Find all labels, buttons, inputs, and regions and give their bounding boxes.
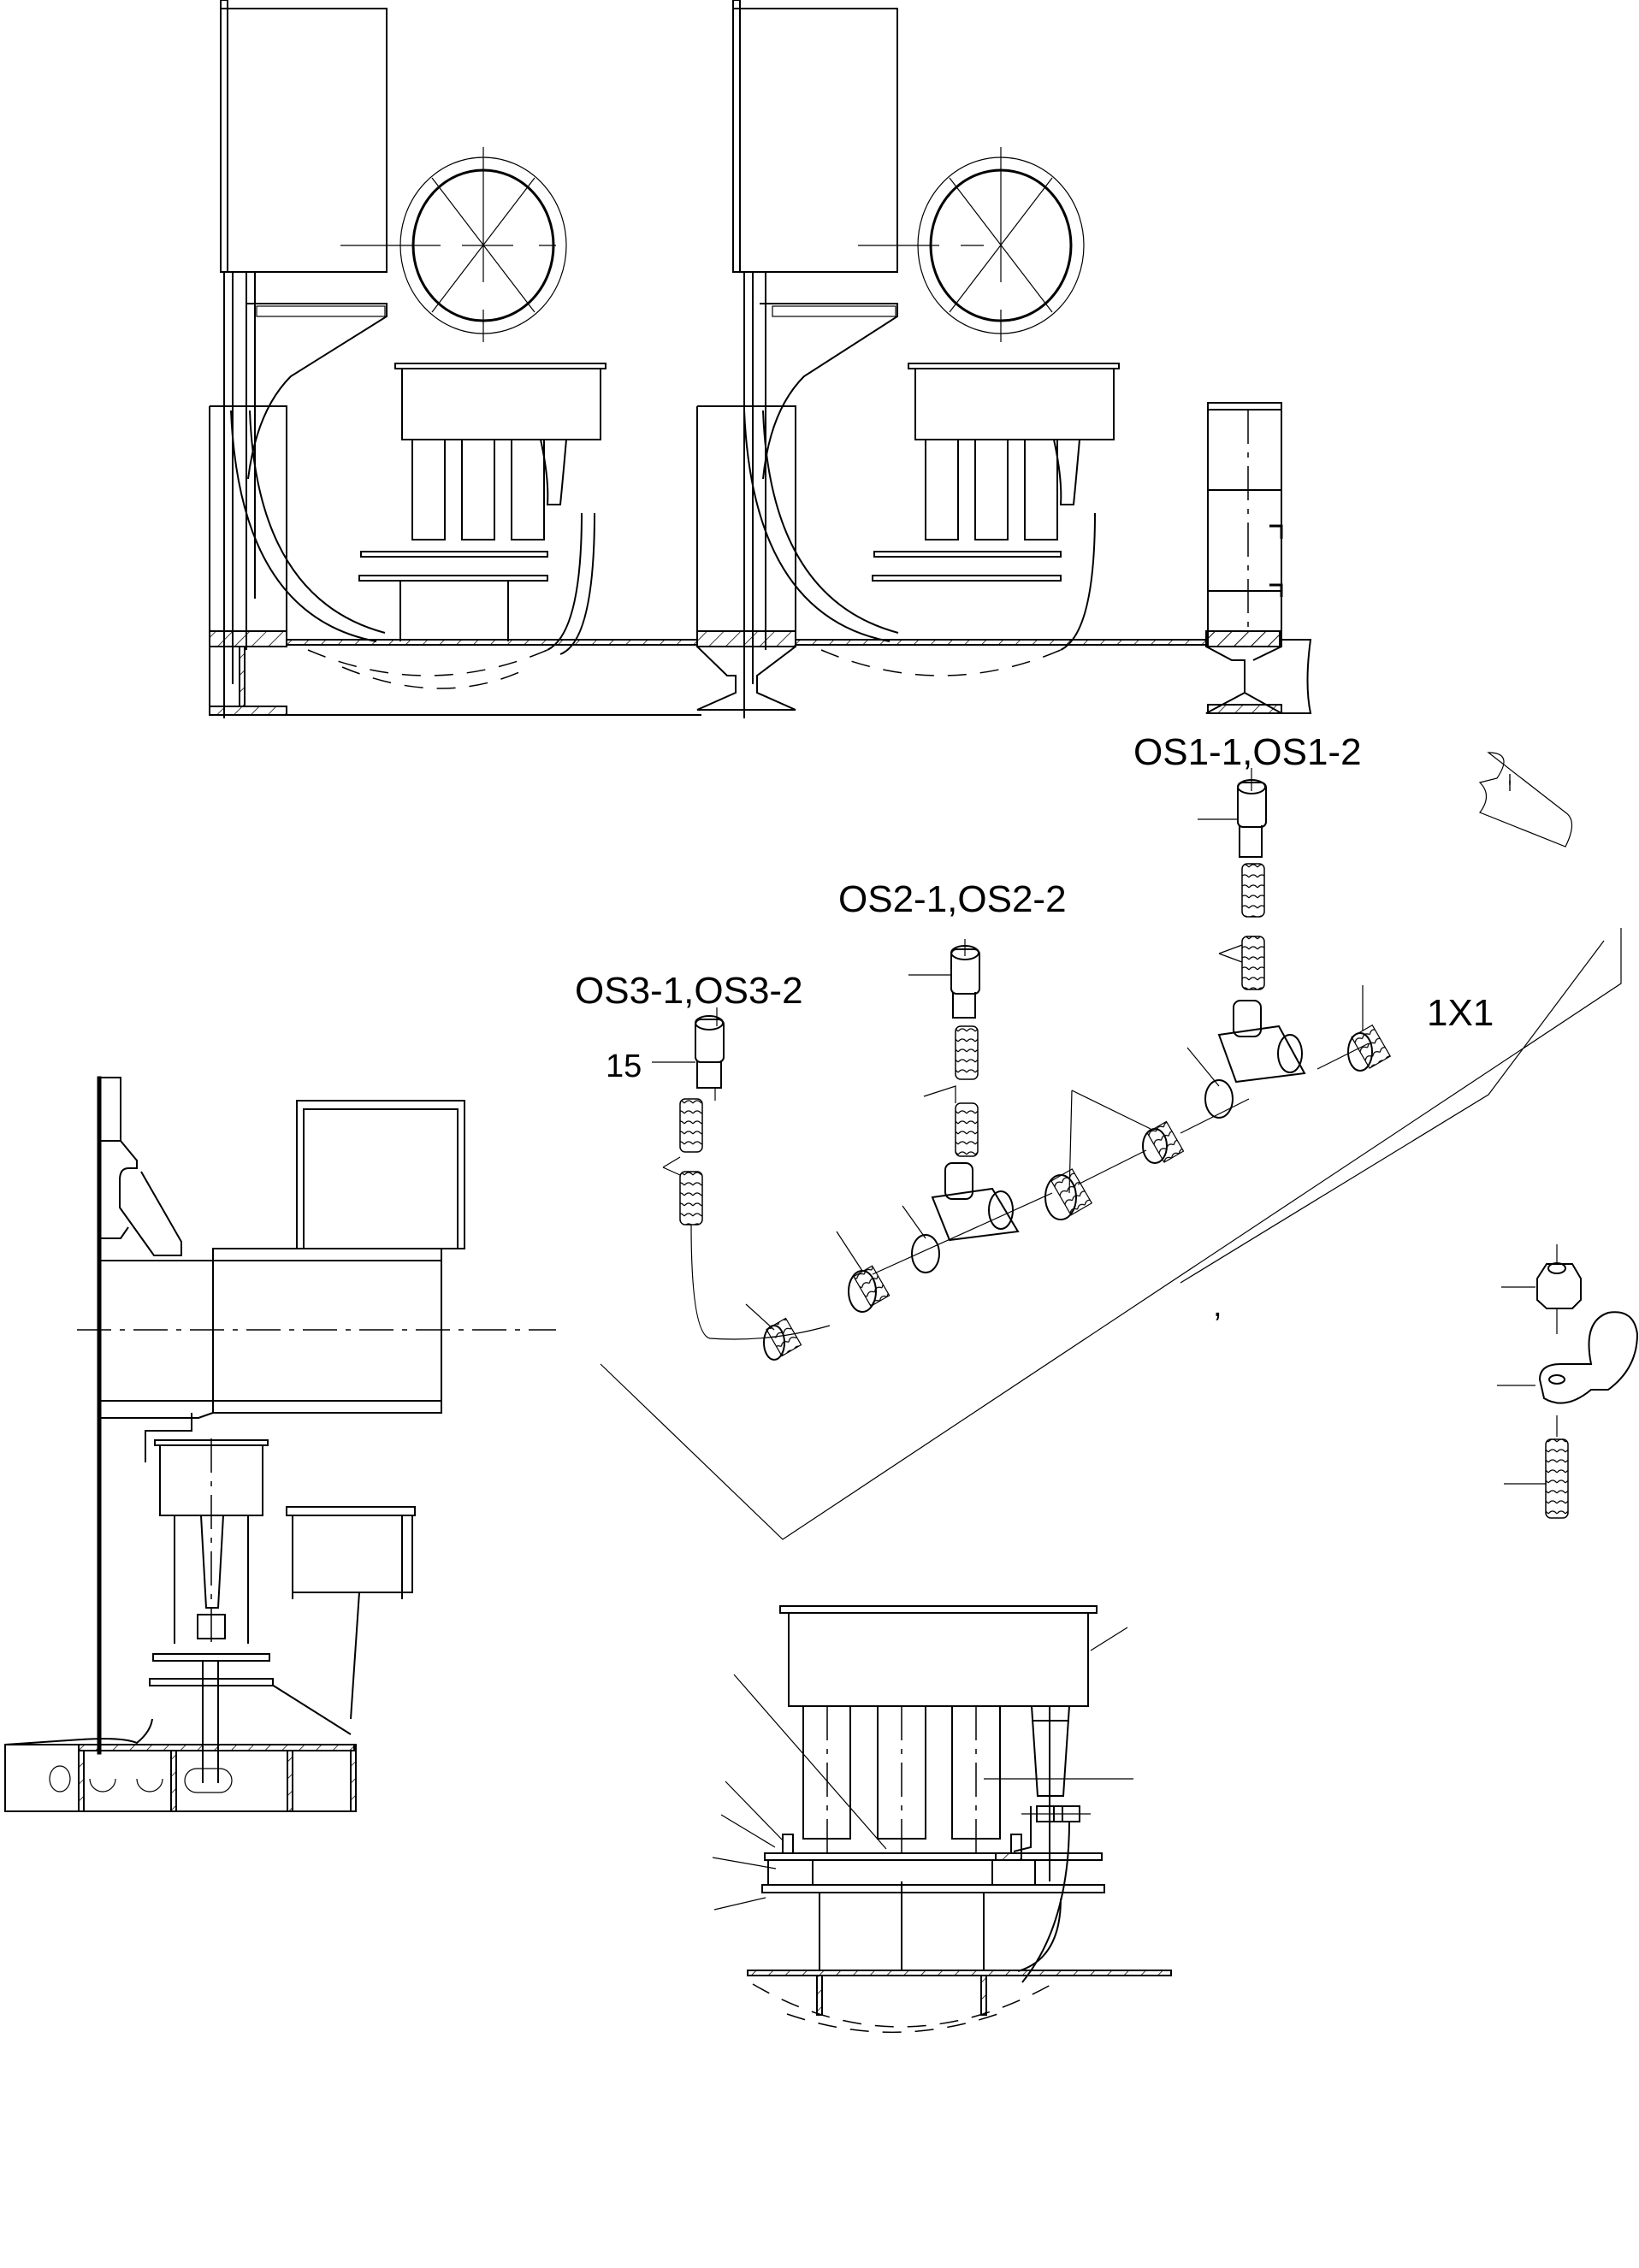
sensor-os2 <box>902 939 1020 1273</box>
sensor-os1 <box>1186 768 1306 1119</box>
exploded-fittings-view <box>600 752 1622 1540</box>
stray-mark: , <box>1213 1288 1222 1324</box>
label-connector-1x1: 1X1 <box>1427 992 1494 1034</box>
left-side-view <box>4 1076 556 1812</box>
enlarged-filter-detail <box>712 1605 1172 2034</box>
inspection-port-2 <box>858 147 1085 342</box>
label-os2: OS2-1,OS2-2 <box>838 878 1067 920</box>
sensor-os3 <box>652 1007 831 1340</box>
top-front-view <box>209 0 1312 718</box>
label-os1: OS1-1,OS1-2 <box>1133 731 1362 773</box>
label-item-15: 15 <box>606 1048 642 1084</box>
clamp-detail <box>1497 1244 1639 1519</box>
label-os3: OS3-1,OS3-2 <box>575 970 803 1012</box>
inspection-port-1 <box>340 147 567 342</box>
